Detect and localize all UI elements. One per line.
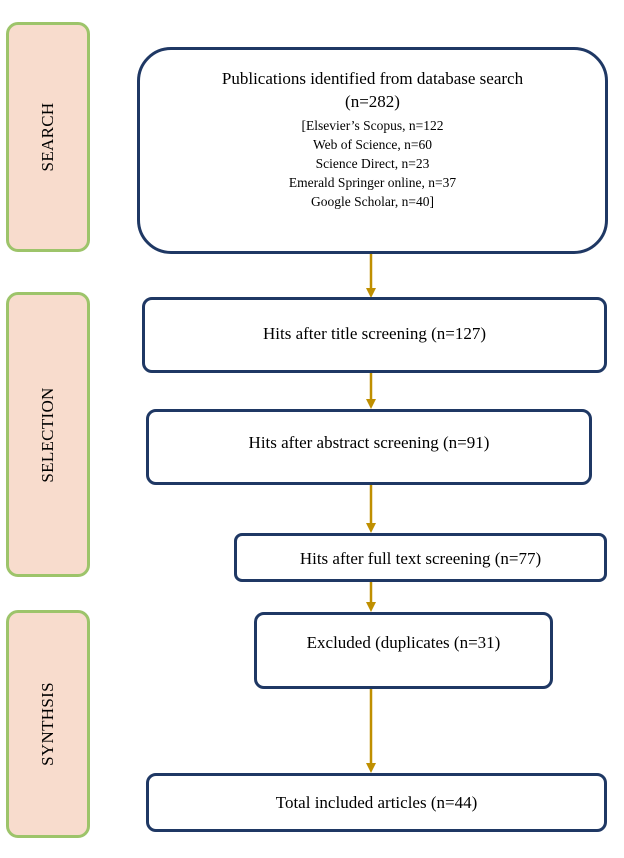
stage-search: SEARCH (6, 22, 90, 252)
title-screening-text: Hits after title screening (n=127) (263, 324, 486, 343)
identified-source-wos: Web of Science, n=60 (313, 137, 432, 152)
box-excluded-duplicates: Excluded (duplicates (n=31) (254, 612, 553, 689)
box-total-included: Total included articles (n=44) (146, 773, 607, 832)
included-text: Total included articles (n=44) (275, 793, 478, 812)
box-title-screening: Hits after title screening (n=127) (142, 297, 607, 373)
stage-synthesis: SYNTHSIS (6, 610, 90, 838)
box-abstract-screening: Hits after abstract screening (n=91) (146, 409, 592, 485)
identified-source-sciencedirect: Science Direct, n=23 (315, 156, 430, 171)
identified-source-google-scholar: Google Scholar, n=40] (311, 194, 434, 209)
identified-source-scopus: [Elsevier’s Scopus, n=122 (301, 118, 444, 133)
identified-title: Publications identified from database se… (221, 69, 524, 88)
box-full-text-screening: Hits after full text screening (n=77) (234, 533, 607, 582)
abstract-screening-text: Hits after abstract screening (n=91) (248, 433, 490, 452)
identified-count: (n=282) (345, 92, 400, 111)
excluded-text: Excluded (duplicates (n=31) (306, 633, 501, 652)
box-publications-identified: Publications identified from database se… (137, 47, 608, 254)
identified-source-emerald: Emerald Springer online, n=37 (288, 175, 457, 190)
stage-selection: SELECTION (6, 292, 90, 577)
full-text-screening-text: Hits after full text screening (n=77) (299, 549, 542, 568)
